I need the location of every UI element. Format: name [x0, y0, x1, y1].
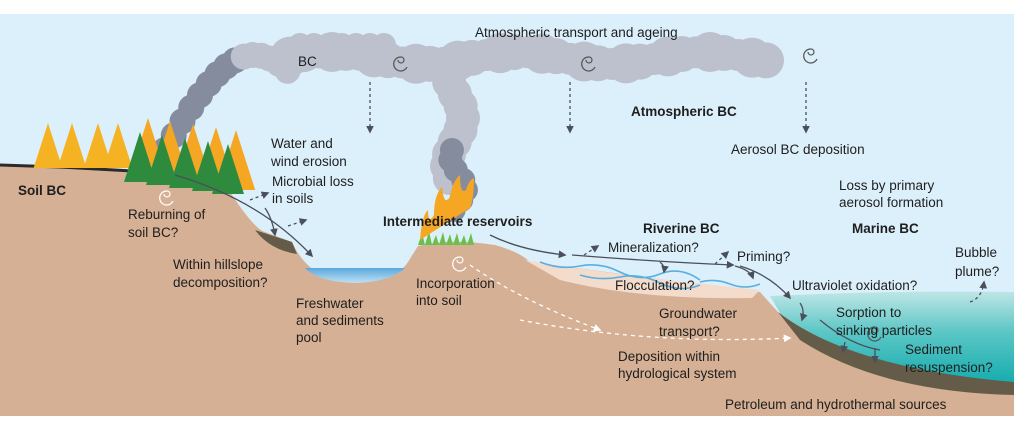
label-atmospheric-transport: Atmospheric transport and ageing	[475, 25, 678, 40]
smoke-puff	[274, 57, 301, 84]
label-petroleum: Petroleum and hydrothermal sources	[725, 397, 947, 412]
label-groundwater-1: Groundwater	[659, 306, 738, 321]
seabed-sediment	[778, 312, 1014, 395]
river-waves	[539, 261, 761, 290]
burning-tree	[57, 123, 87, 168]
label-erosion-1: Water and	[271, 136, 333, 151]
grass	[418, 231, 474, 245]
spiral-icons	[159, 48, 882, 342]
ground	[0, 165, 1014, 416]
label-riverine-bc: Riverine BC	[643, 221, 720, 236]
smoke-plume	[152, 32, 784, 222]
burning-tree	[33, 123, 63, 168]
label-reburning-1: Reburning of	[128, 207, 206, 222]
label-mineralization: Mineralization?	[608, 240, 699, 255]
pond	[305, 268, 405, 283]
label-hillslope-1: Within hillslope	[173, 257, 263, 272]
label-bubble-2: plume?	[955, 264, 999, 279]
pine-tree	[124, 132, 156, 182]
label-incorporation-2: into soil	[416, 293, 462, 308]
label-sorption-1: Sorption to	[836, 305, 901, 320]
label-resuspension-1: Sediment	[905, 342, 962, 357]
label-freshwater-2: and sediments	[296, 313, 384, 328]
smoke-puff	[748, 42, 784, 79]
label-resuspension-2: resuspension?	[905, 360, 993, 375]
label-bubble-1: Bubble	[955, 245, 997, 260]
label-soil-bc: Soil BC	[18, 183, 66, 198]
flow-arrows	[174, 82, 988, 364]
label-hillslope-2: decomposition?	[173, 275, 268, 290]
label-marine-bc: Marine BC	[852, 221, 919, 236]
smoke-puff	[372, 33, 396, 57]
flame-icon	[420, 175, 474, 240]
spiral-icon	[867, 326, 882, 342]
pine-tree	[146, 135, 178, 185]
label-erosion-2: wind erosion	[270, 154, 347, 169]
label-flocculation: Flocculation?	[615, 278, 695, 293]
burning-tree	[103, 123, 133, 168]
spiral-icon	[581, 56, 596, 72]
label-deposition-1: Deposition within	[618, 349, 720, 364]
label-sorption-2: sinking particles	[836, 323, 932, 338]
label-reburning-2: soil BC?	[128, 225, 178, 240]
label-groundwater-2: transport?	[659, 324, 720, 339]
sea	[770, 291, 1014, 392]
hillslope-sediment	[255, 230, 297, 254]
pine-tree	[192, 141, 224, 191]
label-loss-2: aerosol formation	[839, 195, 943, 210]
burning-tree	[83, 123, 113, 168]
label-microbial-2: in soils	[272, 191, 314, 206]
label-incorporation-1: Incorporation	[416, 276, 495, 291]
label-priming: Priming?	[737, 249, 790, 264]
label-freshwater-3: pool	[296, 330, 322, 345]
spiral-icon	[803, 48, 818, 64]
label-microbial-1: Microbial loss	[272, 174, 354, 189]
spiral-icon	[452, 256, 467, 272]
label-intermediate-reservoirs: Intermediate reservoirs	[383, 214, 532, 229]
label-uv-oxidation: Ultraviolet oxidation?	[792, 278, 917, 293]
label-freshwater-1: Freshwater	[296, 296, 364, 311]
white-dashed-arrows	[469, 264, 792, 343]
spiral-icon	[393, 56, 408, 72]
label-bc: BC	[298, 54, 317, 69]
label-loss-1: Loss by primary	[839, 178, 935, 193]
label-aerosol-deposition: Aerosol BC deposition	[731, 142, 865, 157]
river-bank	[525, 260, 760, 299]
pine-tree	[212, 144, 244, 194]
spiral-icon	[159, 190, 174, 206]
label-atmospheric-bc: Atmospheric BC	[631, 104, 737, 119]
label-deposition-2: hydrological system	[618, 366, 737, 381]
